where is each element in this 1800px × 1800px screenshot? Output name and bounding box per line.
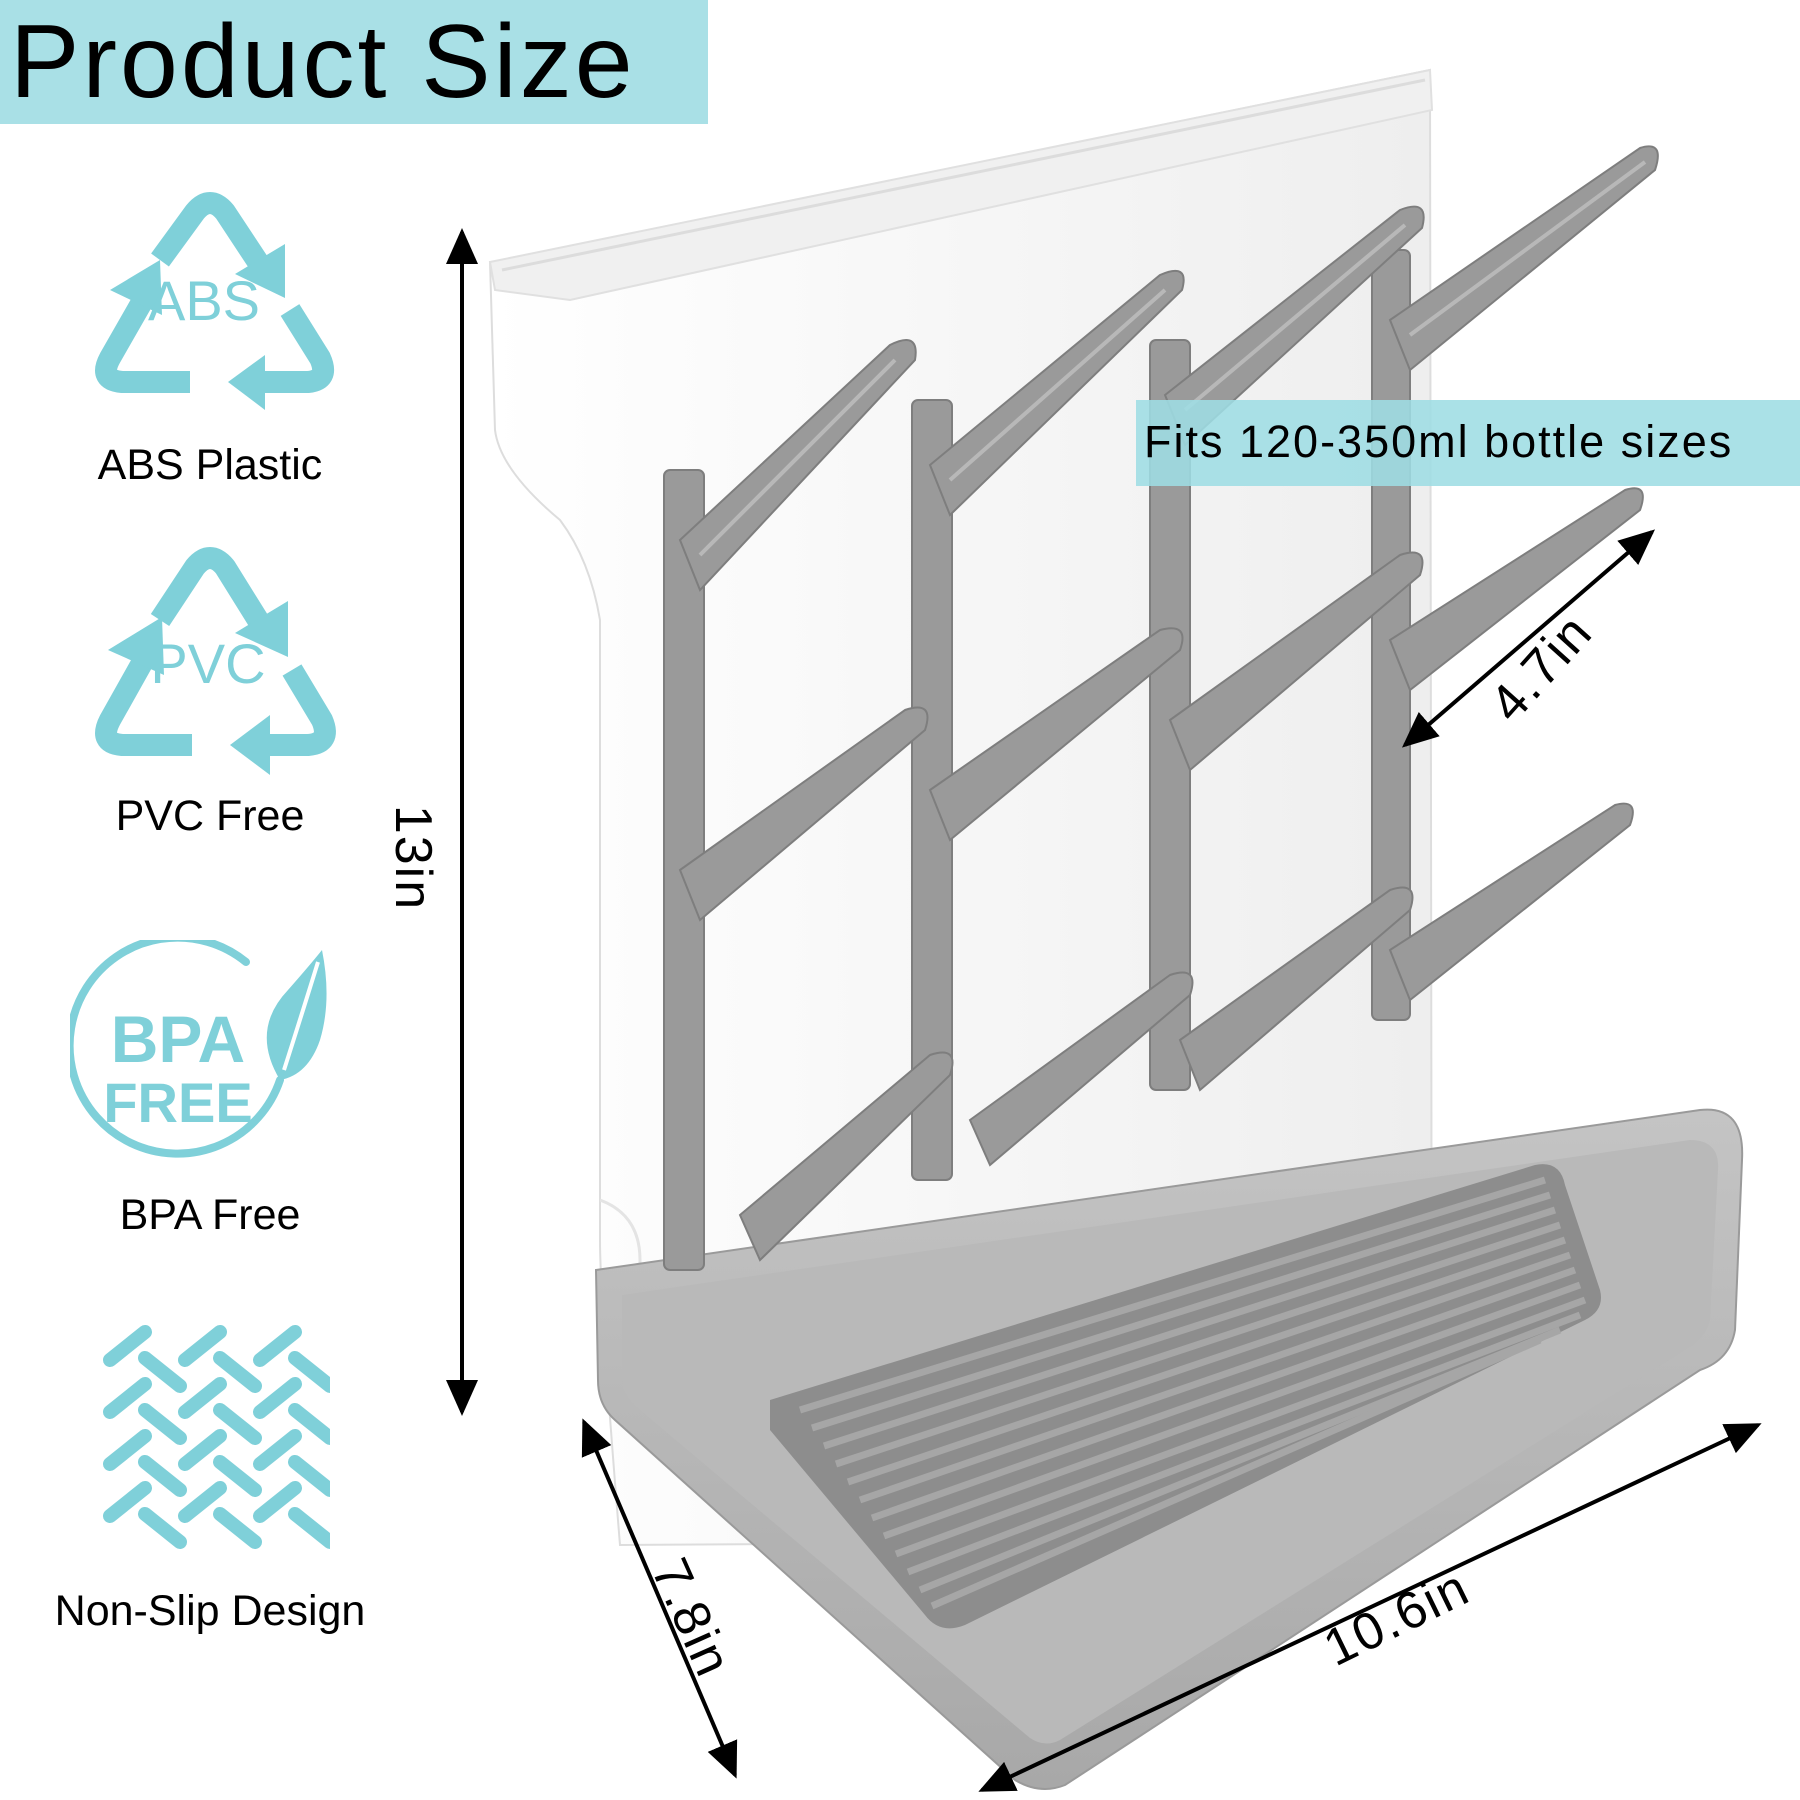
rack-arm (1388, 802, 1634, 1002)
page-title: Product Size (10, 4, 636, 120)
bottle-size-callout: Fits 120-350ml bottle sizes (1136, 400, 1800, 486)
bpa-free-leaf-icon: BPA FREE (70, 940, 327, 1158)
feature-label: Non-Slip Design (54, 1587, 366, 1635)
rack-arm (678, 706, 929, 922)
callout-text: Fits 120-350ml bottle sizes (1144, 416, 1734, 467)
recycle-abs-icon: ABS (95, 192, 334, 410)
feature-label: BPA Free (119, 1191, 301, 1239)
rack-arm (678, 339, 917, 592)
feature-label: ABS Plastic (97, 441, 323, 489)
arm-length-dimension-arrow (1401, 529, 1656, 748)
svg-text:BPA: BPA (111, 1002, 245, 1076)
rack-arm (1178, 886, 1414, 1092)
title-banner: Product Size (0, 0, 708, 124)
depth-dimension-arrow (581, 1418, 738, 1779)
recycle-pvc-icon: PVC (95, 547, 336, 775)
width-dimension-arrow (978, 1423, 1762, 1792)
rack-arm (968, 971, 1194, 1167)
rack-arm (928, 627, 1184, 842)
svg-text:ABS: ABS (148, 269, 260, 332)
height-label: 13in (384, 804, 443, 912)
svg-text:PVC: PVC (150, 632, 265, 695)
feature-bpa-free: BPA FREE BPA Free (60, 940, 360, 1240)
non-slip-pattern-icon (103, 1325, 330, 1549)
feature-pvc-free: PVC PVC Free (60, 545, 360, 841)
feature-abs-plastic: ABS ABS Plastic (60, 190, 360, 490)
svg-text:FREE: FREE (103, 1071, 252, 1134)
feature-label: PVC Free (115, 792, 305, 840)
rack-arm (738, 1051, 954, 1262)
feature-non-slip: Non-Slip Design (30, 1320, 390, 1636)
